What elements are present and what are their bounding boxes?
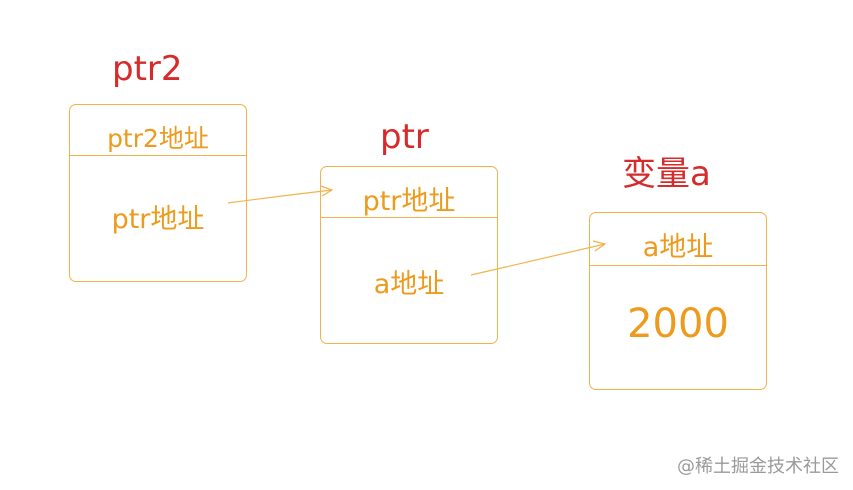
arrow-ptr-to-a xyxy=(470,240,607,276)
ptr2-header: ptr2地址 xyxy=(107,124,209,153)
ptr2-content: ptr地址 xyxy=(111,204,205,235)
ptr-box: ptr地址 a地址 xyxy=(320,166,498,344)
var-a-title: 变量a xyxy=(622,154,711,194)
ptr2-divider xyxy=(70,155,246,156)
ptr-divider xyxy=(321,217,497,218)
ptr2-title: ptr2 xyxy=(112,49,183,89)
ptr-header: ptr地址 xyxy=(362,186,456,217)
watermark: @稀土掘金技术社区 xyxy=(677,456,839,477)
ptr2-box: ptr2地址 ptr地址 xyxy=(69,104,247,282)
var-a-header: a地址 xyxy=(642,232,714,263)
ptr-content: a地址 xyxy=(373,269,445,300)
var-a-divider xyxy=(590,265,766,266)
ptr-title: ptr xyxy=(380,117,429,157)
var-a-value: 2000 xyxy=(627,301,729,347)
arrow-ptr2-to-ptr xyxy=(227,185,334,204)
var-a-box: a地址 2000 xyxy=(589,212,767,390)
